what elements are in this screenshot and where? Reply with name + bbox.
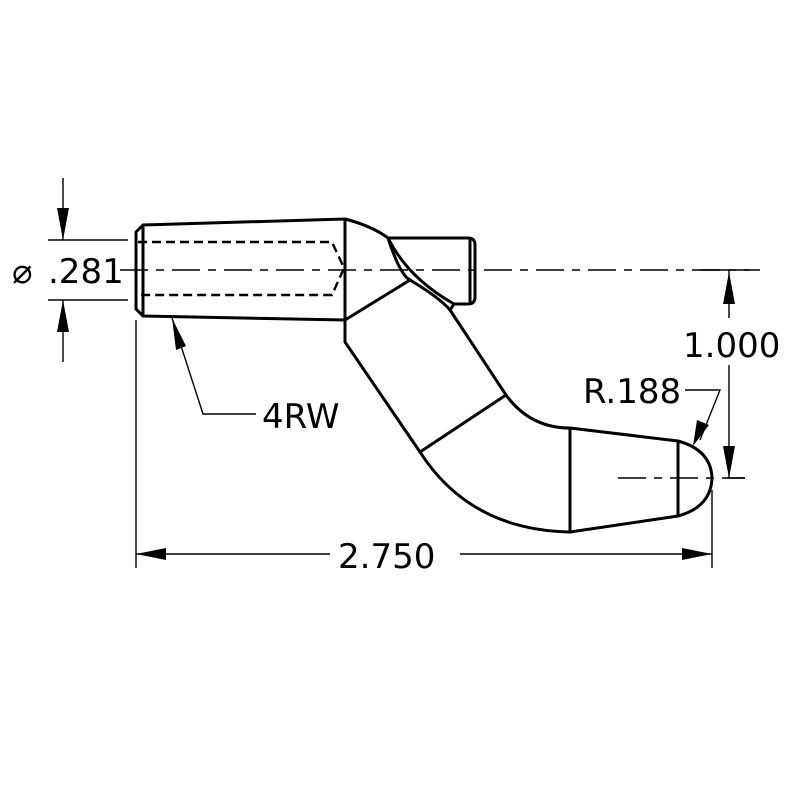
vertical-dim-value: 1.000 bbox=[683, 326, 780, 366]
bend-upper-curve bbox=[504, 393, 572, 430]
diag-face-line bbox=[343, 278, 412, 322]
arrow-up-icon bbox=[57, 300, 69, 332]
boss-inner-curve-2 bbox=[386, 236, 452, 312]
vertical-dimension: 1.000 bbox=[683, 269, 780, 479]
radius-callout: R.188 bbox=[583, 372, 722, 446]
diameter-dimension: ⌀ .281 bbox=[12, 178, 128, 362]
callout-4rw: 4RW bbox=[171, 317, 340, 437]
diameter-symbol: ⌀ bbox=[12, 252, 32, 292]
arrow-right-icon bbox=[682, 548, 712, 560]
bend-lower-curve bbox=[418, 450, 572, 534]
center-lines bbox=[120, 269, 760, 479]
length-dimension: 2.750 bbox=[135, 320, 713, 577]
diag-lower-edge bbox=[343, 318, 422, 454]
arrow-down-icon bbox=[723, 446, 735, 478]
diameter-value: .281 bbox=[48, 252, 124, 292]
arrow-up-icon bbox=[723, 272, 735, 304]
bend-segment-line bbox=[418, 393, 508, 454]
upper-boss bbox=[386, 236, 477, 306]
boss-inner-curve-1 bbox=[386, 236, 456, 306]
part-outline bbox=[134, 217, 714, 534]
arrow-down-icon bbox=[57, 208, 69, 240]
hidden-bore bbox=[138, 240, 346, 297]
callout-label: 4RW bbox=[262, 397, 340, 437]
transition-top bbox=[343, 217, 390, 240]
tip-body bbox=[568, 426, 714, 534]
leader-arrow-icon bbox=[172, 318, 186, 350]
radius-value: R.188 bbox=[583, 372, 681, 412]
radius-arrow-icon bbox=[693, 420, 709, 446]
length-value: 2.750 bbox=[338, 537, 435, 577]
arrow-left-icon bbox=[136, 548, 166, 560]
diag-upper-edge bbox=[448, 302, 508, 397]
